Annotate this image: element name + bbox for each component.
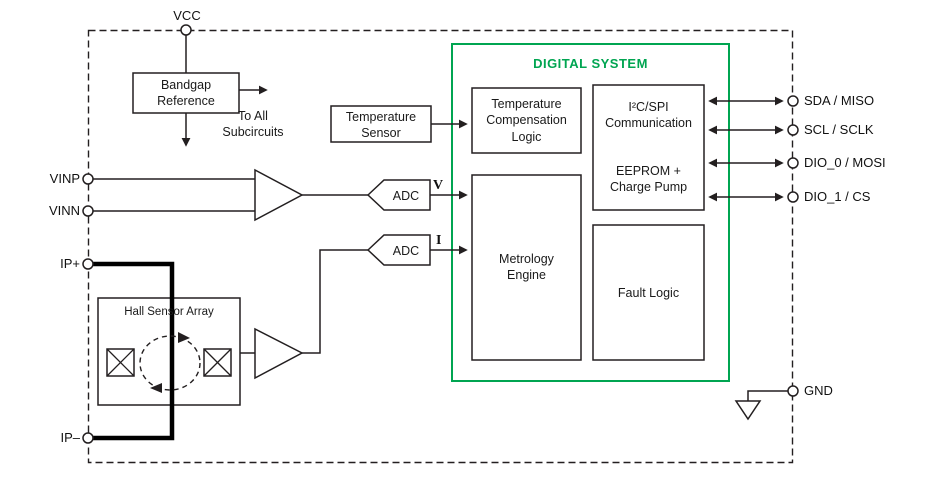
pin-label-vcc: VCC [173,8,201,23]
dio0-pin-icon [787,157,799,169]
hall-array-symbols [106,332,232,393]
ip-minus-pin-icon [82,432,94,444]
to-all-subcircuits-note: To All Subcircuits [222,109,284,140]
adc-voltage-block [366,179,431,211]
voltage-amplifier-icon [254,168,304,222]
pin-label-ip-plus: IP+ [60,256,80,271]
connection-lines [93,35,788,401]
chip-boundary [87,29,794,464]
dio1-pin-icon [787,191,799,203]
adc-v-label: ADC [392,189,420,203]
bandgap-block [132,72,240,114]
metrology-label: Metrology Engine [499,252,554,283]
pin-label-sda: SDA / MISO [804,93,875,108]
vcc-pin-icon [180,24,192,36]
pin-label-vinp: VINP [49,171,80,186]
chopper-rotation-icon [139,335,201,391]
fault-logic-label: Fault Logic [617,286,680,300]
temp-comp-logic-block [471,87,582,154]
signal-label-v: V [433,178,444,193]
metrology-engine-block [471,174,582,361]
fault-logic-block [592,224,705,361]
temperature-sensor-label: Temperature Sensor [345,110,417,141]
comm-eeprom-block [592,84,705,211]
amp2-out-line [302,249,368,354]
pin-label-dio1: DIO_1 / CS [804,189,871,204]
hall-array-label: Hall Sensor Array [124,306,214,318]
temp-comp-logic-label: Temperature Compensation Logic [486,97,567,144]
vinn-pin-icon [82,205,94,217]
pin-label-ip-minus: IP– [60,430,80,445]
eeprom-label: EEPROM + Charge Pump [609,164,688,195]
comm-label: I²C/SPI Communication [605,100,692,131]
ground-icon [734,400,762,421]
pin-label-gnd: GND [804,383,833,398]
pin-label-vinn: VINN [48,203,80,218]
pin-label-dio0: DIO_0 / MOSI [804,155,886,170]
pin-label-scl: SCL / SCLK [804,122,874,137]
rotation-arrow-top [178,332,190,343]
adc-i-label: ADC [392,244,420,258]
vinp-pin-icon [82,173,94,185]
digital-system-box [451,43,730,382]
sda-pin-icon [787,95,799,107]
temperature-sensor-block [330,105,432,143]
adc-current-block [366,234,431,266]
gnd-pin-icon [787,385,799,397]
ip-plus-pin-icon [82,258,94,270]
gnd-line [747,390,788,401]
hall-amplifier-icon [254,327,304,380]
scl-pin-icon [787,124,799,136]
pin-circles [82,24,799,444]
digital-system-title: DIGITAL SYSTEM [533,56,648,71]
rotation-arrow-bottom [150,383,162,393]
current-path [93,261,175,441]
bandgap-label: Bandgap Reference [157,78,215,109]
signal-label-i: I [436,233,442,248]
